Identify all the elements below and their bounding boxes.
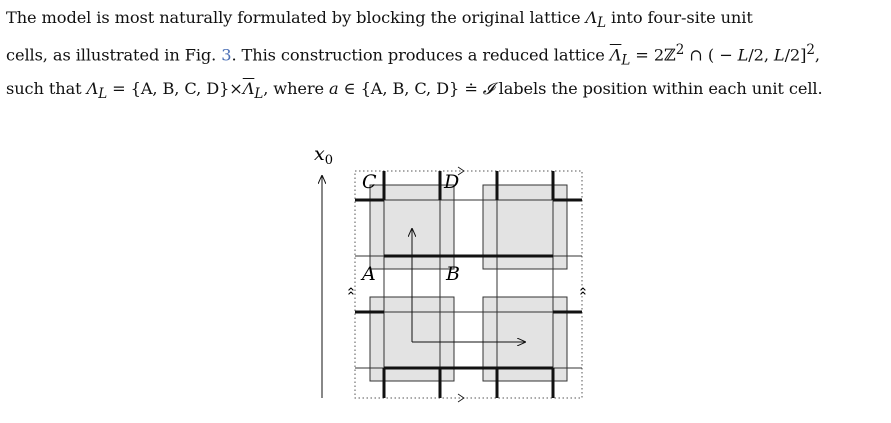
axis-label-x0: x0 — [314, 143, 333, 168]
periodic-marker-right-2: ⌃ — [578, 290, 589, 305]
periodic-marker-right: ⌃ — [578, 286, 589, 301]
paragraph-line-3: such that ΛL = {A, B, C, D}×ΛL, where a … — [6, 78, 823, 103]
body-paragraph: The model is most naturally formulated b… — [6, 4, 886, 108]
site-label-c: C — [362, 171, 377, 193]
paragraph-line-2: cells, as illustrated in Fig. 3. This co… — [6, 42, 820, 69]
periodic-marker-left-2: ⌃ — [346, 290, 357, 305]
paragraph-line-1: The model is most naturally formulated b… — [6, 8, 753, 32]
lattice-boundary — [354, 170, 583, 399]
site-label-b: B — [445, 263, 460, 285]
site-label-d: D — [443, 171, 459, 193]
periodic-marker-top — [457, 166, 465, 176]
periodic-marker-bottom — [457, 393, 465, 403]
site-label-a: A — [360, 263, 376, 285]
figure-reference-link[interactable]: 3 — [221, 45, 232, 65]
periodic-marker-left: ⌃ — [346, 286, 357, 301]
